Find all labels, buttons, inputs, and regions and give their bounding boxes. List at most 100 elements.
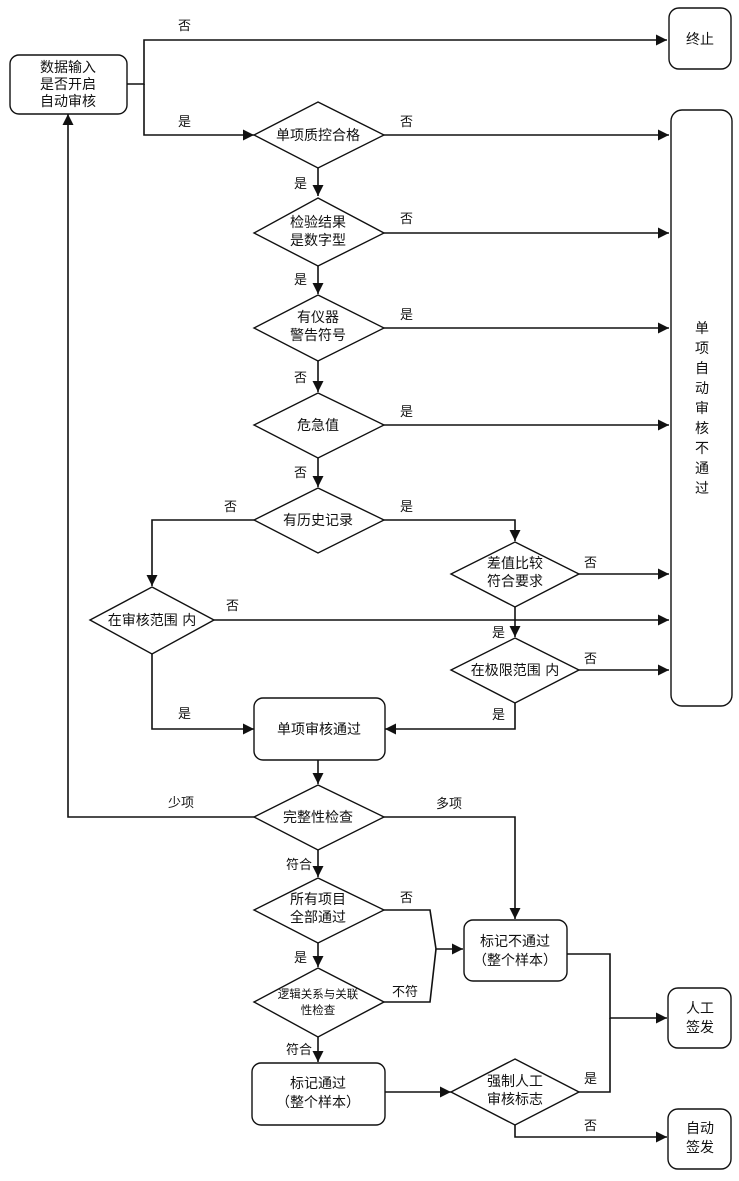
label-all-yes: 是: [294, 951, 307, 966]
qc-label: 单项质控合格: [276, 128, 360, 144]
label-range-yes: 是: [178, 707, 191, 722]
connectors: [62, 34, 669, 1143]
edge-markfail-to-manual: [567, 953, 667, 1024]
data-input-line-1: 数据输入: [40, 60, 96, 76]
label-range-no: 否: [226, 599, 239, 614]
all-pass-decision: 所有项目 全部通过: [252, 877, 386, 944]
mark-pass-line-1: 标记通过: [290, 1076, 346, 1092]
edge-logic-to-markfail: [384, 948, 437, 1003]
edge-force-to-auto: [514, 1125, 667, 1143]
label-limit-no: 否: [584, 652, 597, 667]
auto-release-node: 自动 签发: [667, 1108, 732, 1170]
label-qc-yes: 是: [294, 177, 307, 192]
label-limit-yes: 是: [492, 708, 505, 723]
logic-line-1: 逻辑关系与关联: [278, 987, 359, 1001]
end-node: 终止: [668, 7, 732, 70]
data-input-node: 数据输入 是否开启 自动审核: [9, 54, 128, 115]
warning-line-1: 有仪器: [297, 310, 339, 326]
label-warning-no: 否: [294, 371, 307, 386]
label-logic-ok: 符合: [286, 1042, 312, 1058]
edge-force-to-manual: [579, 1018, 611, 1093]
label-all-no: 否: [400, 891, 413, 906]
logic-decision: 逻辑关系与关联 性检查: [252, 967, 386, 1038]
manual-line-2: 签发: [686, 1019, 714, 1036]
label-comp-many: 多项: [436, 796, 462, 812]
single-item-fail-node: 单 项 自 动 审 核 不 通 过: [670, 109, 733, 707]
label-history-yes: 是: [400, 500, 413, 515]
all-pass-line-2: 全部通过: [290, 909, 346, 926]
mark-fail-line-1: 标记不通过: [480, 934, 550, 950]
range-label: 在审核范围 内: [108, 612, 196, 629]
data-input-line-3: 自动审核: [40, 94, 96, 110]
fail-char-1: 单: [695, 321, 709, 337]
label-numeric-yes: 是: [294, 273, 307, 288]
label-input-no: 否: [178, 19, 191, 34]
edge-range-to-pass: [151, 654, 254, 735]
fail-char-2: 项: [695, 341, 709, 357]
fail-char-5: 审: [695, 401, 709, 417]
data-input-line-2: 是否开启: [40, 77, 96, 93]
label-critical-no: 否: [294, 466, 307, 481]
label-comp-ok: 符合: [286, 857, 312, 873]
warning-decision: 有仪器 警告符号: [252, 294, 386, 362]
label-warning-yes: 是: [400, 308, 413, 323]
fail-char-7: 不: [695, 441, 709, 457]
delta-line-1: 差值比较: [487, 556, 543, 572]
label-force-no: 否: [584, 1119, 597, 1134]
mark-pass-node: 标记通过 （整个样本）: [251, 1062, 386, 1126]
manual-release-node: 人工 签发: [667, 987, 732, 1049]
mark-fail-node: 标记不通过 （整个样本）: [463, 919, 568, 982]
edge-input-to-qc: [143, 84, 254, 141]
label-qc-no: 否: [400, 115, 413, 130]
edge-allpass-to-markfail: [384, 909, 463, 955]
force-line-1: 强制人工: [487, 1074, 543, 1090]
fail-char-4: 动: [695, 381, 709, 397]
edge-completeness-to-input: [62, 114, 254, 818]
fail-char-3: 自: [695, 361, 709, 377]
qc-decision: 单项质控合格: [252, 101, 386, 169]
label-delta-yes: 是: [492, 626, 505, 641]
force-line-2: 审核标志: [487, 1092, 543, 1108]
all-pass-line-1: 所有项目: [290, 892, 346, 908]
label-force-yes: 是: [584, 1072, 597, 1087]
label-input-yes: 是: [178, 115, 191, 130]
warning-line-2: 警告符号: [290, 328, 346, 344]
edge-history-to-delta: [384, 519, 521, 541]
numeric-line-1: 检验结果: [290, 215, 346, 231]
label-numeric-no: 否: [400, 212, 413, 227]
auto-line-1: 自动: [686, 1121, 714, 1137]
edge-history-to-range: [146, 519, 254, 586]
mark-fail-line-2: （整个样本）: [473, 953, 557, 969]
fail-char-8: 通: [695, 461, 709, 477]
label-history-no: 否: [224, 500, 237, 515]
mark-pass-line-2: （整个样本）: [276, 1095, 360, 1111]
label-comp-few: 少项: [168, 796, 194, 811]
single-pass-label: 单项审核通过: [277, 722, 361, 738]
single-pass-node: 单项审核通过: [253, 697, 386, 761]
label-logic-no: 不符: [392, 984, 418, 1000]
manual-line-1: 人工: [686, 1001, 714, 1017]
limit-label: 在极限范围 内: [471, 662, 559, 679]
edge-input-to-end: [127, 34, 667, 85]
history-decision: 有历史记录: [252, 487, 386, 554]
critical-decision: 危急值: [252, 392, 386, 459]
limit-decision: 在极限范围 内: [449, 637, 581, 704]
label-delta-no: 否: [584, 556, 597, 571]
delta-decision: 差值比较 符合要求: [449, 541, 581, 608]
history-label: 有历史记录: [283, 513, 353, 529]
label-critical-yes: 是: [400, 405, 413, 420]
completeness-label: 完整性检查: [283, 810, 353, 826]
critical-label: 危急值: [297, 418, 339, 434]
completeness-decision: 完整性检查: [252, 784, 386, 851]
end-label: 终止: [686, 32, 714, 48]
numeric-line-2: 是数字型: [290, 233, 346, 249]
force-manual-decision: 强制人工 审核标志: [449, 1058, 581, 1126]
edge-completeness-to-markfail: [384, 816, 521, 919]
auto-line-2: 签发: [686, 1139, 714, 1156]
range-decision: 在审核范围 内: [88, 586, 216, 655]
numeric-decision: 检验结果 是数字型: [252, 197, 386, 267]
edge-limit-to-pass: [385, 703, 516, 735]
delta-line-2: 符合要求: [487, 574, 543, 590]
logic-line-2: 性检查: [301, 1003, 336, 1017]
